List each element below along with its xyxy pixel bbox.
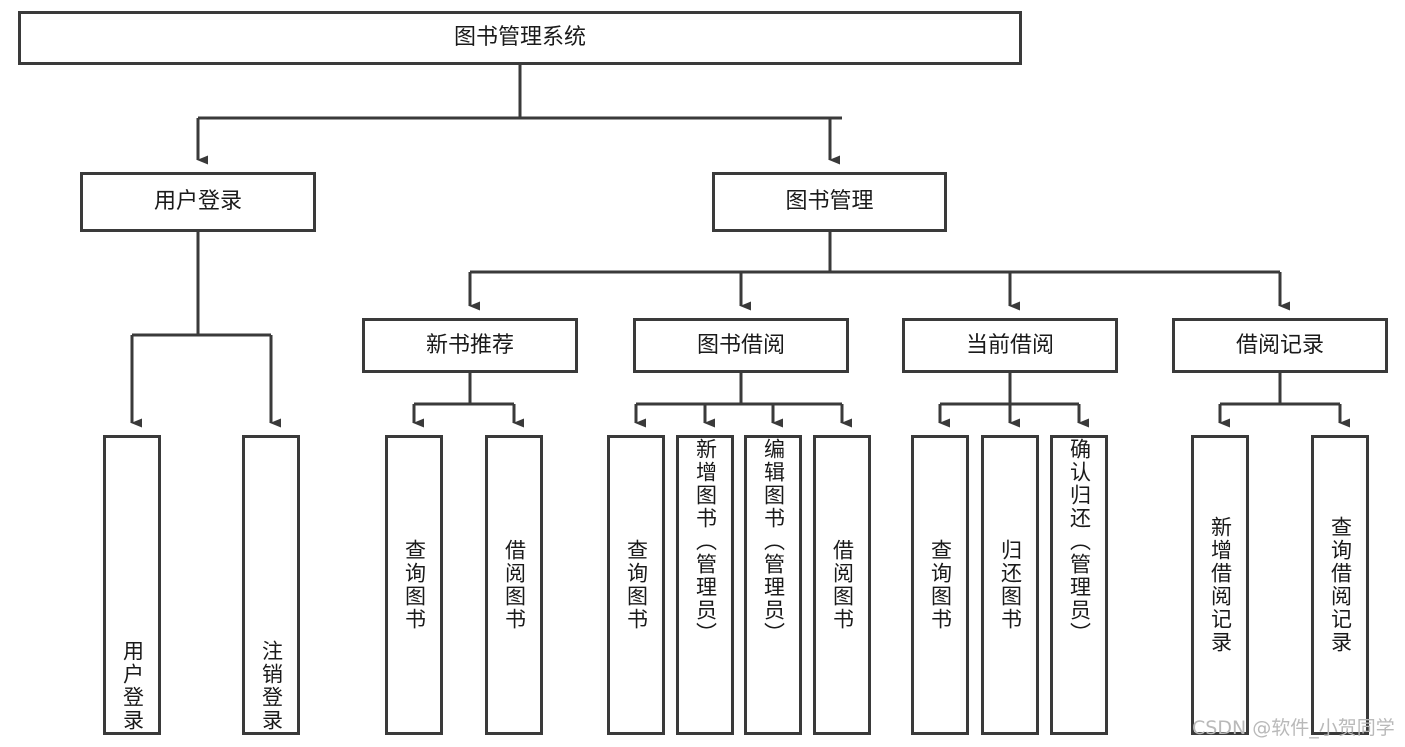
node-label: 归还图书 xyxy=(998,539,1023,631)
node-label: 图书借阅 xyxy=(696,332,785,358)
node-leaf-logout-login[interactable]: 注销登录 xyxy=(242,435,300,735)
node-label: 查询图书 xyxy=(402,539,427,631)
node-new-book-recommend[interactable]: 新书推荐 xyxy=(362,318,578,373)
node-label: 借阅图书 xyxy=(502,539,527,631)
node-leaf-borrow-book-1[interactable]: 借阅图书 xyxy=(485,435,543,735)
node-label: 编辑图书（管理员） xyxy=(761,438,786,645)
node-label: 借阅记录 xyxy=(1235,332,1324,358)
node-label: 当前借阅 xyxy=(965,332,1054,358)
node-label: 新增图书（管理员） xyxy=(693,438,718,645)
node-borrow-record[interactable]: 借阅记录 xyxy=(1172,318,1388,373)
node-leaf-user-login[interactable]: 用户登录 xyxy=(103,435,161,735)
node-label: 用户登录 xyxy=(120,640,145,732)
node-leaf-add-borrow-record[interactable]: 新增借阅记录 xyxy=(1191,435,1249,735)
node-label: 查询图书 xyxy=(928,539,953,631)
node-label: 图书管理系统 xyxy=(453,25,586,51)
node-label: 新增借阅记录 xyxy=(1208,516,1233,654)
node-leaf-edit-book-admin[interactable]: 编辑图书（管理员） xyxy=(744,435,802,735)
node-leaf-return-book[interactable]: 归还图书 xyxy=(981,435,1039,735)
node-label: 新书推荐 xyxy=(425,332,514,358)
node-current-borrow[interactable]: 当前借阅 xyxy=(902,318,1118,373)
node-leaf-query-borrow-record[interactable]: 查询借阅记录 xyxy=(1311,435,1369,735)
node-user-login[interactable]: 用户登录 xyxy=(80,172,316,232)
node-leaf-query-book-2[interactable]: 查询图书 xyxy=(607,435,665,735)
node-label: 注销登录 xyxy=(259,640,284,732)
node-leaf-borrow-book-2[interactable]: 借阅图书 xyxy=(813,435,871,735)
node-label: 图书管理 xyxy=(785,189,874,215)
node-book-management[interactable]: 图书管理 xyxy=(712,172,947,232)
node-label: 用户登录 xyxy=(153,189,242,215)
node-label: 查询借阅记录 xyxy=(1328,516,1353,654)
node-leaf-add-book-admin[interactable]: 新增图书（管理员） xyxy=(676,435,734,735)
node-label: 借阅图书 xyxy=(830,539,855,631)
node-book-management-system[interactable]: 图书管理系统 xyxy=(18,11,1022,65)
node-leaf-query-book-3[interactable]: 查询图书 xyxy=(911,435,969,735)
node-label: 确认归还（管理员） xyxy=(1067,438,1092,645)
node-leaf-confirm-return-admin[interactable]: 确认归还（管理员） xyxy=(1050,435,1108,735)
node-book-borrow[interactable]: 图书借阅 xyxy=(633,318,849,373)
node-leaf-query-book-1[interactable]: 查询图书 xyxy=(385,435,443,735)
node-label: 查询图书 xyxy=(624,539,649,631)
watermark-text: CSDN @软件_小贺同学 xyxy=(1192,717,1395,739)
